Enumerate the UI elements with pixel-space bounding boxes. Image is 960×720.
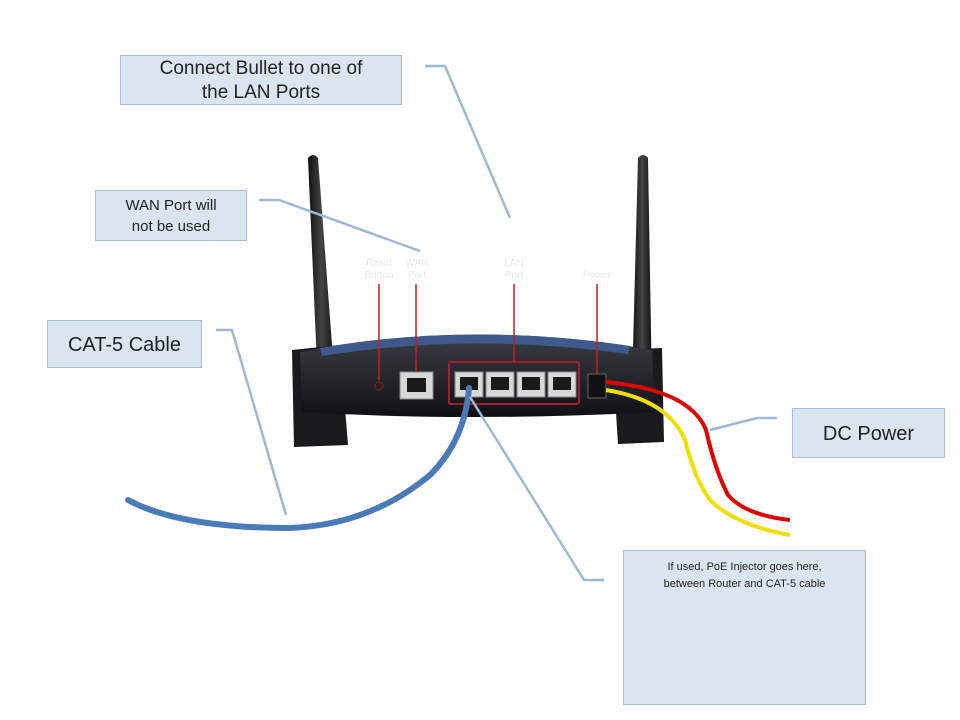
lan-label-line2: Port [504,270,524,281]
cat5-cable [125,385,472,532]
lan-label-line1: LAN [504,258,524,269]
poe-callout-line2: between Router and CAT-5 cable [663,578,826,590]
wan-port-label: WAN Port [400,258,434,282]
wan-label-line1: WAN [405,258,429,269]
lan-ports [454,371,577,398]
leader-lan [425,64,512,219]
leader-lines [216,64,777,582]
power-port [587,373,607,399]
cat5-cable-callout: CAT-5 Cable [47,320,202,368]
wan-port-callout: WAN Port will not be used [95,190,247,241]
wan-callout-line2: not be used [131,218,211,235]
reset-label-line2: Button [364,270,394,281]
power-cable-yellow [605,388,791,537]
lan-callout-line2: the LAN Ports [201,82,321,103]
reset-button-hole [374,381,384,391]
power-label: Power [575,270,619,282]
power-cable-red [605,380,791,522]
leader-wan [259,198,421,253]
reset-button-label: Reset Button [357,258,401,282]
poe-callout-line1: If used, PoE Injector goes here, [667,561,822,573]
lan-port-label: LAN Port [497,258,531,282]
dc-power-callout-text: DC Power [822,423,915,445]
dc-power-callout: DC Power [792,408,945,458]
leader-cat5 [216,328,288,516]
poe-injector-callout: If used, PoE Injector goes here, between… [623,550,866,705]
cat5-callout-text: CAT-5 Cable [67,334,181,356]
leader-poe [468,396,604,582]
wan-callout-line1: WAN Port will [125,197,217,214]
wan-label-line2: Port [407,270,427,281]
power-label-text: Power [582,270,612,281]
lan-callout-line1: Connect Bullet to one of [159,58,363,79]
leader-dc [709,416,777,432]
lan-ports-callout: Connect Bullet to one of the LAN Ports [120,55,402,105]
right-antenna [632,155,652,390]
router-top-band [320,334,630,356]
reset-label-line1: Reset [365,258,393,269]
